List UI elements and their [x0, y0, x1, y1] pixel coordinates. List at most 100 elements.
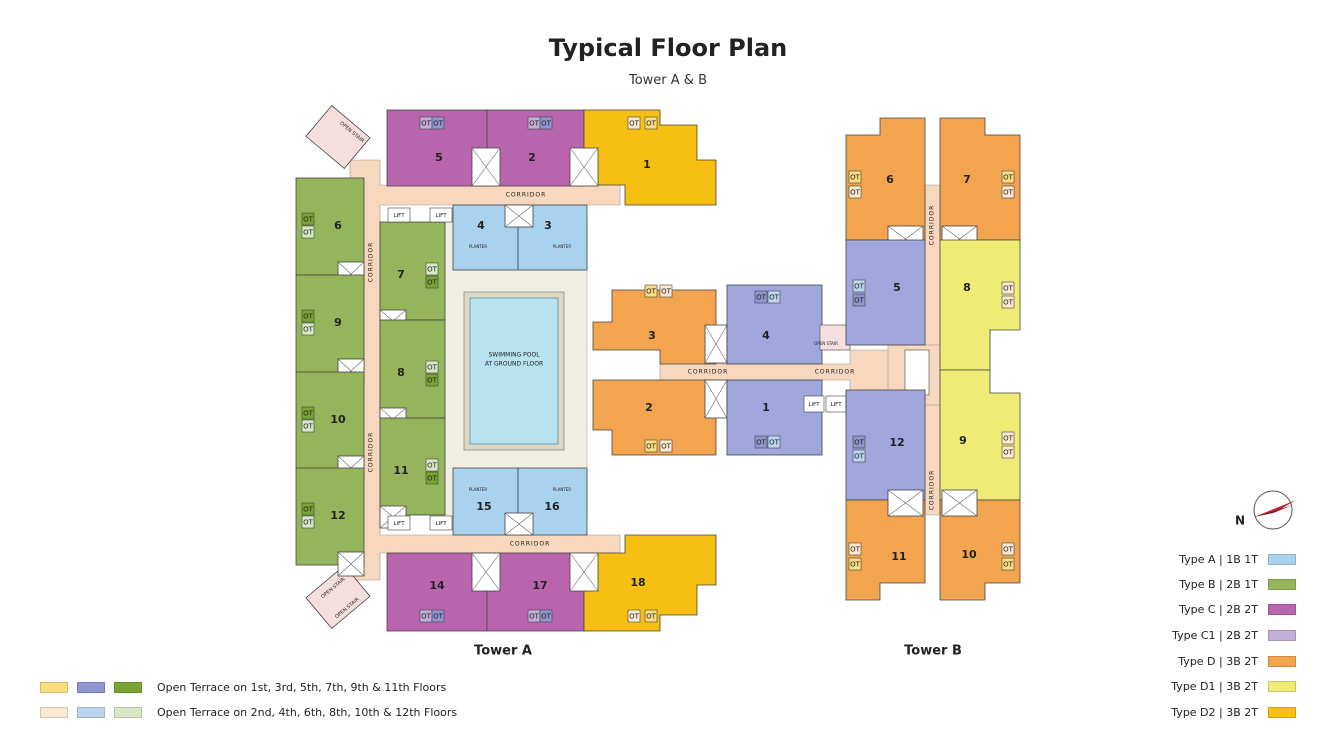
open-terrace-label: OT — [629, 613, 640, 621]
lift-label: LIFT — [435, 521, 447, 527]
unit-number: 1 — [762, 401, 770, 414]
open-terrace-box — [425, 360, 439, 374]
open-terrace-box — [852, 435, 866, 449]
tower-b-label: Tower B — [904, 644, 962, 659]
open-terrace-label: OT — [756, 294, 767, 302]
legend-label: Type C1 | 2B 2T — [1172, 628, 1258, 642]
open-terrace-label: OT — [850, 561, 861, 569]
legend-item-type-a: Type A | 1B 1T — [1179, 552, 1296, 566]
open-terrace-label: OT — [661, 288, 672, 296]
open-terrace-box — [627, 116, 641, 130]
legend-swatch — [1268, 629, 1296, 641]
shaft-cross-line — [887, 489, 924, 517]
open-terrace-label: OT — [850, 546, 861, 554]
unit-number: 9 — [959, 434, 967, 447]
open-terrace-label: OT — [303, 326, 314, 334]
terrace-swatch-lightgreen — [114, 706, 142, 718]
unit-number: 1 — [643, 158, 651, 171]
open-terrace-label: OT — [427, 266, 438, 274]
open-terrace-box — [1001, 295, 1015, 309]
unit-number: 9 — [334, 316, 342, 329]
legend-label: Type D2 | 3B 2T — [1171, 705, 1258, 719]
lift-label: LIFT — [830, 402, 842, 408]
open-terrace-label: OT — [303, 423, 314, 431]
open-terrace-label: OT — [1003, 299, 1014, 307]
lift-label: LIFT — [808, 402, 820, 408]
unit-number: 2 — [528, 151, 536, 164]
open-terrace-box — [644, 284, 658, 298]
unit-number: 4 — [762, 329, 770, 342]
open-terrace-label: OT — [303, 216, 314, 224]
open-terrace-box — [852, 449, 866, 463]
open-terrace-label: OT — [427, 462, 438, 470]
unit-number: 15 — [476, 500, 491, 513]
legend-swatch — [1268, 553, 1296, 565]
open-terrace-box — [301, 322, 315, 336]
open-terrace-label: OT — [303, 410, 314, 418]
shaft-cross-line — [941, 489, 978, 517]
open-terrace-label: OT — [850, 189, 861, 197]
unit-number: 11 — [393, 464, 408, 477]
open-terrace-label: OT — [646, 120, 657, 128]
legend-item-type-d2: Type D2 | 3B 2T — [1171, 705, 1296, 719]
open-terrace-label: OT — [1003, 561, 1014, 569]
shaft-cross-line — [504, 204, 534, 228]
open-terrace-box — [848, 185, 862, 199]
corridor-label: CORRIDOR — [368, 432, 375, 473]
unit-number: 3 — [648, 329, 656, 342]
unit-number: 3 — [544, 219, 552, 232]
unit-b-5 — [845, 239, 926, 346]
shaft-cross-line — [704, 324, 728, 364]
unit-number: 7 — [963, 173, 971, 186]
open-terrace-label: OT — [541, 613, 552, 621]
unit-number: 6 — [334, 219, 342, 232]
open-terrace-box — [539, 116, 553, 130]
legend-label: Type A | 1B 1T — [1179, 552, 1258, 566]
open-terrace-box — [627, 609, 641, 623]
open-terrace-label: OT — [646, 288, 657, 296]
open-terrace-label: OT — [769, 439, 780, 447]
open-terrace-label: OT — [854, 297, 865, 305]
unit-number: 10 — [330, 413, 346, 426]
terrace-swatch-cream — [40, 706, 68, 718]
open-terrace-label: OT — [427, 377, 438, 385]
open-terrace-box — [1001, 557, 1015, 571]
unit-number: 8 — [963, 281, 971, 294]
unit-number: 18 — [630, 576, 645, 589]
open-terrace-box — [1001, 170, 1015, 184]
open-terrace-label: OT — [529, 613, 540, 621]
open-terrace-label: OT — [529, 120, 540, 128]
unit-number: 2 — [645, 401, 653, 414]
open-terrace-label: OT — [541, 120, 552, 128]
unit-number: 4 — [477, 219, 485, 232]
open-terrace-label: OT — [646, 613, 657, 621]
shaft-cross-line — [337, 551, 365, 577]
unit-number: 14 — [429, 579, 445, 592]
open-terrace-box — [659, 439, 673, 453]
open-terrace-box — [659, 284, 673, 298]
open-terrace-box — [301, 212, 315, 226]
open-terrace-label: OT — [427, 279, 438, 287]
page-subtitle: Tower A & B — [628, 73, 707, 88]
open-terrace-label: OT — [854, 283, 865, 291]
planter-label: PLANTER — [553, 244, 571, 249]
pool-label-line1: SWIMMING POOL — [488, 352, 540, 359]
lift-box — [429, 515, 453, 531]
open-terrace-label: OT — [303, 506, 314, 514]
open-terrace-box — [644, 609, 658, 623]
unit-number: 11 — [891, 550, 906, 563]
compass-needle-icon — [1254, 500, 1296, 517]
shaft-cross-line — [569, 552, 599, 592]
terrace-swatch-yellow — [40, 681, 68, 693]
lift-label: LIFT — [435, 213, 447, 219]
open-terrace-label: OT — [1003, 189, 1014, 197]
open-terrace-box — [852, 293, 866, 307]
lift-label: LIFT — [393, 521, 405, 527]
open-terrace-label: OT — [661, 443, 672, 451]
terrace-legend-text: Open Terrace on 2nd, 4th, 6th, 8th, 10th… — [157, 705, 458, 719]
open-terrace-box — [301, 515, 315, 529]
shaft-cross-line — [504, 512, 534, 536]
terrace-swatch-green — [114, 681, 142, 693]
shaft-cross-line — [471, 147, 501, 187]
terrace-legend-text: Open Terrace on 1st, 3rd, 5th, 7th, 9th … — [157, 680, 447, 694]
